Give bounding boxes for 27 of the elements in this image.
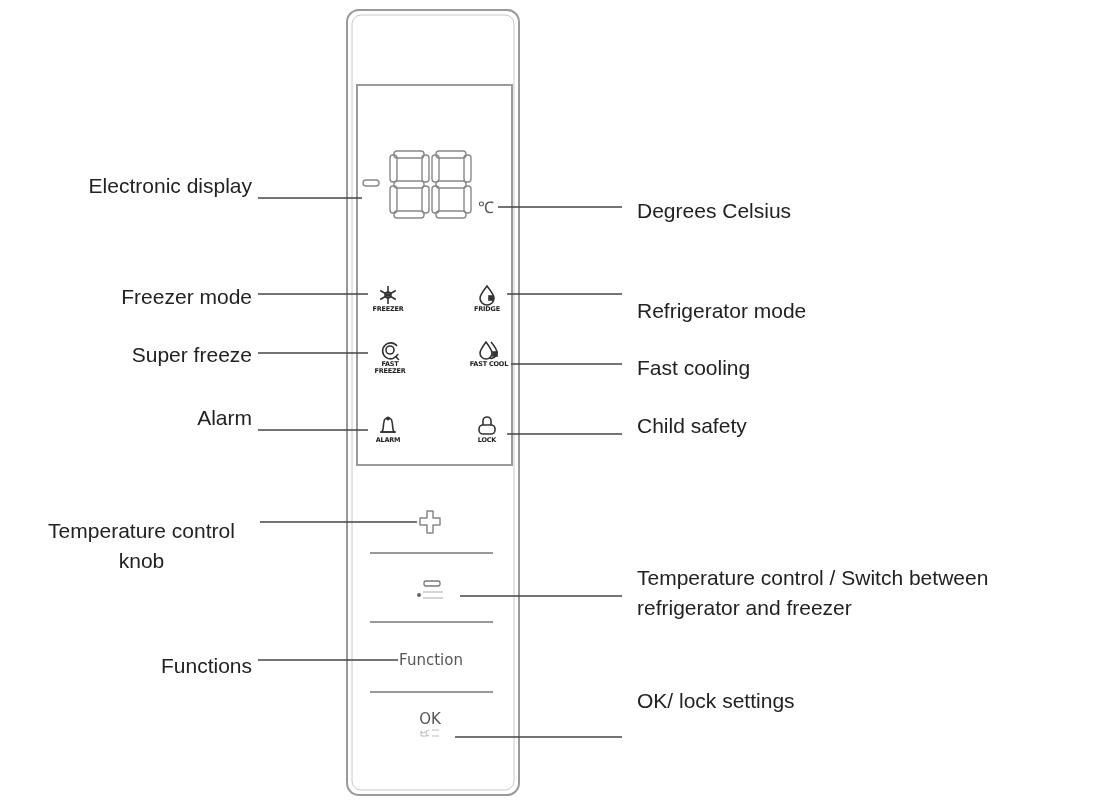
callout-label: Temperature control knob — [47, 518, 236, 575]
callout-label: Temperature control / Switch between refrigerator and freezer — [637, 564, 990, 621]
leader-line — [257, 293, 369, 295]
leader-line — [257, 659, 399, 661]
leader-line — [257, 197, 363, 199]
callout-label: Functions — [160, 652, 252, 679]
callout-label: Electronic display — [88, 172, 252, 199]
callout-label: Child safety — [637, 412, 747, 439]
callout-label: Freezer mode — [121, 283, 252, 310]
callout-label: Refrigerator mode — [637, 297, 807, 324]
leader-line — [506, 293, 623, 295]
callout-label: Super freeze — [131, 341, 252, 368]
leader-line — [454, 736, 623, 738]
leader-line — [259, 521, 418, 523]
button-label: OK — [419, 710, 441, 728]
leader-line — [257, 429, 369, 431]
leader-line — [506, 433, 623, 435]
leader-line — [257, 352, 369, 354]
callout-label: OK/ lock settings — [637, 688, 795, 714]
leader-line — [497, 206, 623, 208]
leader-line — [459, 595, 623, 597]
callout-label: Fast cooling — [637, 354, 751, 381]
callout-label: Alarm — [197, 404, 252, 431]
callout-label: Degrees Celsius — [637, 197, 792, 224]
leader-line — [510, 363, 623, 365]
button-label: Function — [399, 651, 463, 669]
unit-symbol: ℃ — [478, 198, 494, 218]
